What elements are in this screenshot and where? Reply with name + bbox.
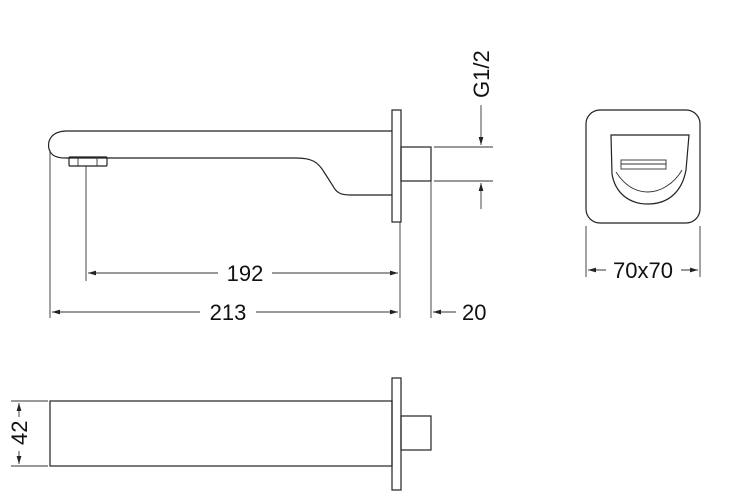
front-view — [585, 109, 701, 224]
dimension-plate-depth: 20 — [433, 300, 486, 325]
dim-70x70-label: 70x70 — [613, 258, 673, 283]
top-spout-body — [49, 400, 393, 467]
dim-42-label: 42 — [7, 421, 32, 445]
dim-20-label: 20 — [462, 300, 486, 325]
wall-plate — [391, 109, 402, 223]
dimension-plate-size: 70x70 — [585, 226, 701, 283]
aerator — [68, 156, 108, 167]
top-view — [49, 377, 432, 491]
extension-lines — [49, 146, 493, 318]
dimension-thread: G1/2 — [469, 50, 494, 209]
dimension-total-length: 213 — [52, 300, 398, 325]
side-view — [47, 109, 432, 223]
dimension-spout-height: 42 — [7, 400, 48, 467]
spout-outline — [47, 130, 392, 196]
dimension-spout-length: 192 — [88, 261, 398, 286]
dim-192-label: 192 — [227, 261, 264, 286]
thread-label: G1/2 — [469, 50, 494, 98]
front-spout-outlet — [610, 134, 690, 205]
top-connector — [400, 415, 432, 451]
connector — [400, 146, 432, 182]
top-wall-plate — [391, 377, 402, 491]
dim-213-label: 213 — [210, 300, 247, 325]
front-plate — [585, 109, 701, 224]
